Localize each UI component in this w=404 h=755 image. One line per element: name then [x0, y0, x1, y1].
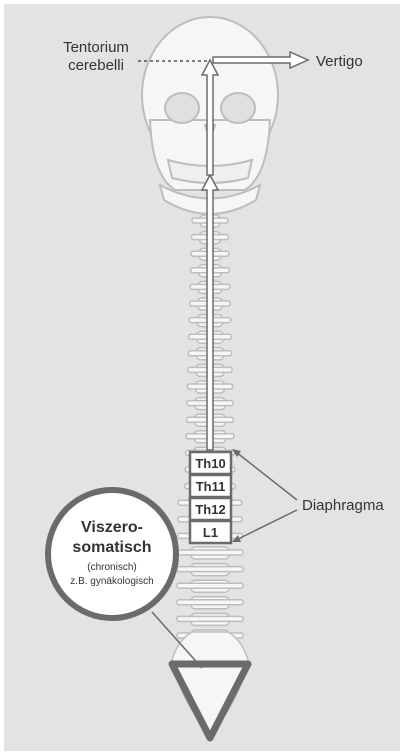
viszero-label-line2: somatisch: [72, 539, 151, 556]
segment-label: Th10: [195, 456, 225, 471]
vertigo-label: Vertigo: [316, 53, 363, 70]
gynaekologisch-label: z.B. gynäkologisch: [70, 576, 153, 587]
tentorium-label-line2: cerebelli: [68, 57, 124, 74]
diaphragma-label: Diaphragma: [302, 497, 384, 514]
segment-label: Th12: [195, 502, 225, 517]
vertebra-process: [177, 583, 243, 588]
tentorium-label-line1: Tentorium: [63, 39, 129, 56]
vertebra-process: [177, 567, 243, 572]
vertebra-process: [177, 550, 243, 555]
viszero-label-line1: Viszero-: [81, 519, 143, 536]
vertebra-process: [177, 616, 243, 621]
segment-label: L1: [203, 525, 218, 540]
segment-label: Th11: [196, 479, 226, 494]
chronisch-label: (chronisch): [87, 562, 136, 573]
vertebra-process: [177, 600, 243, 605]
